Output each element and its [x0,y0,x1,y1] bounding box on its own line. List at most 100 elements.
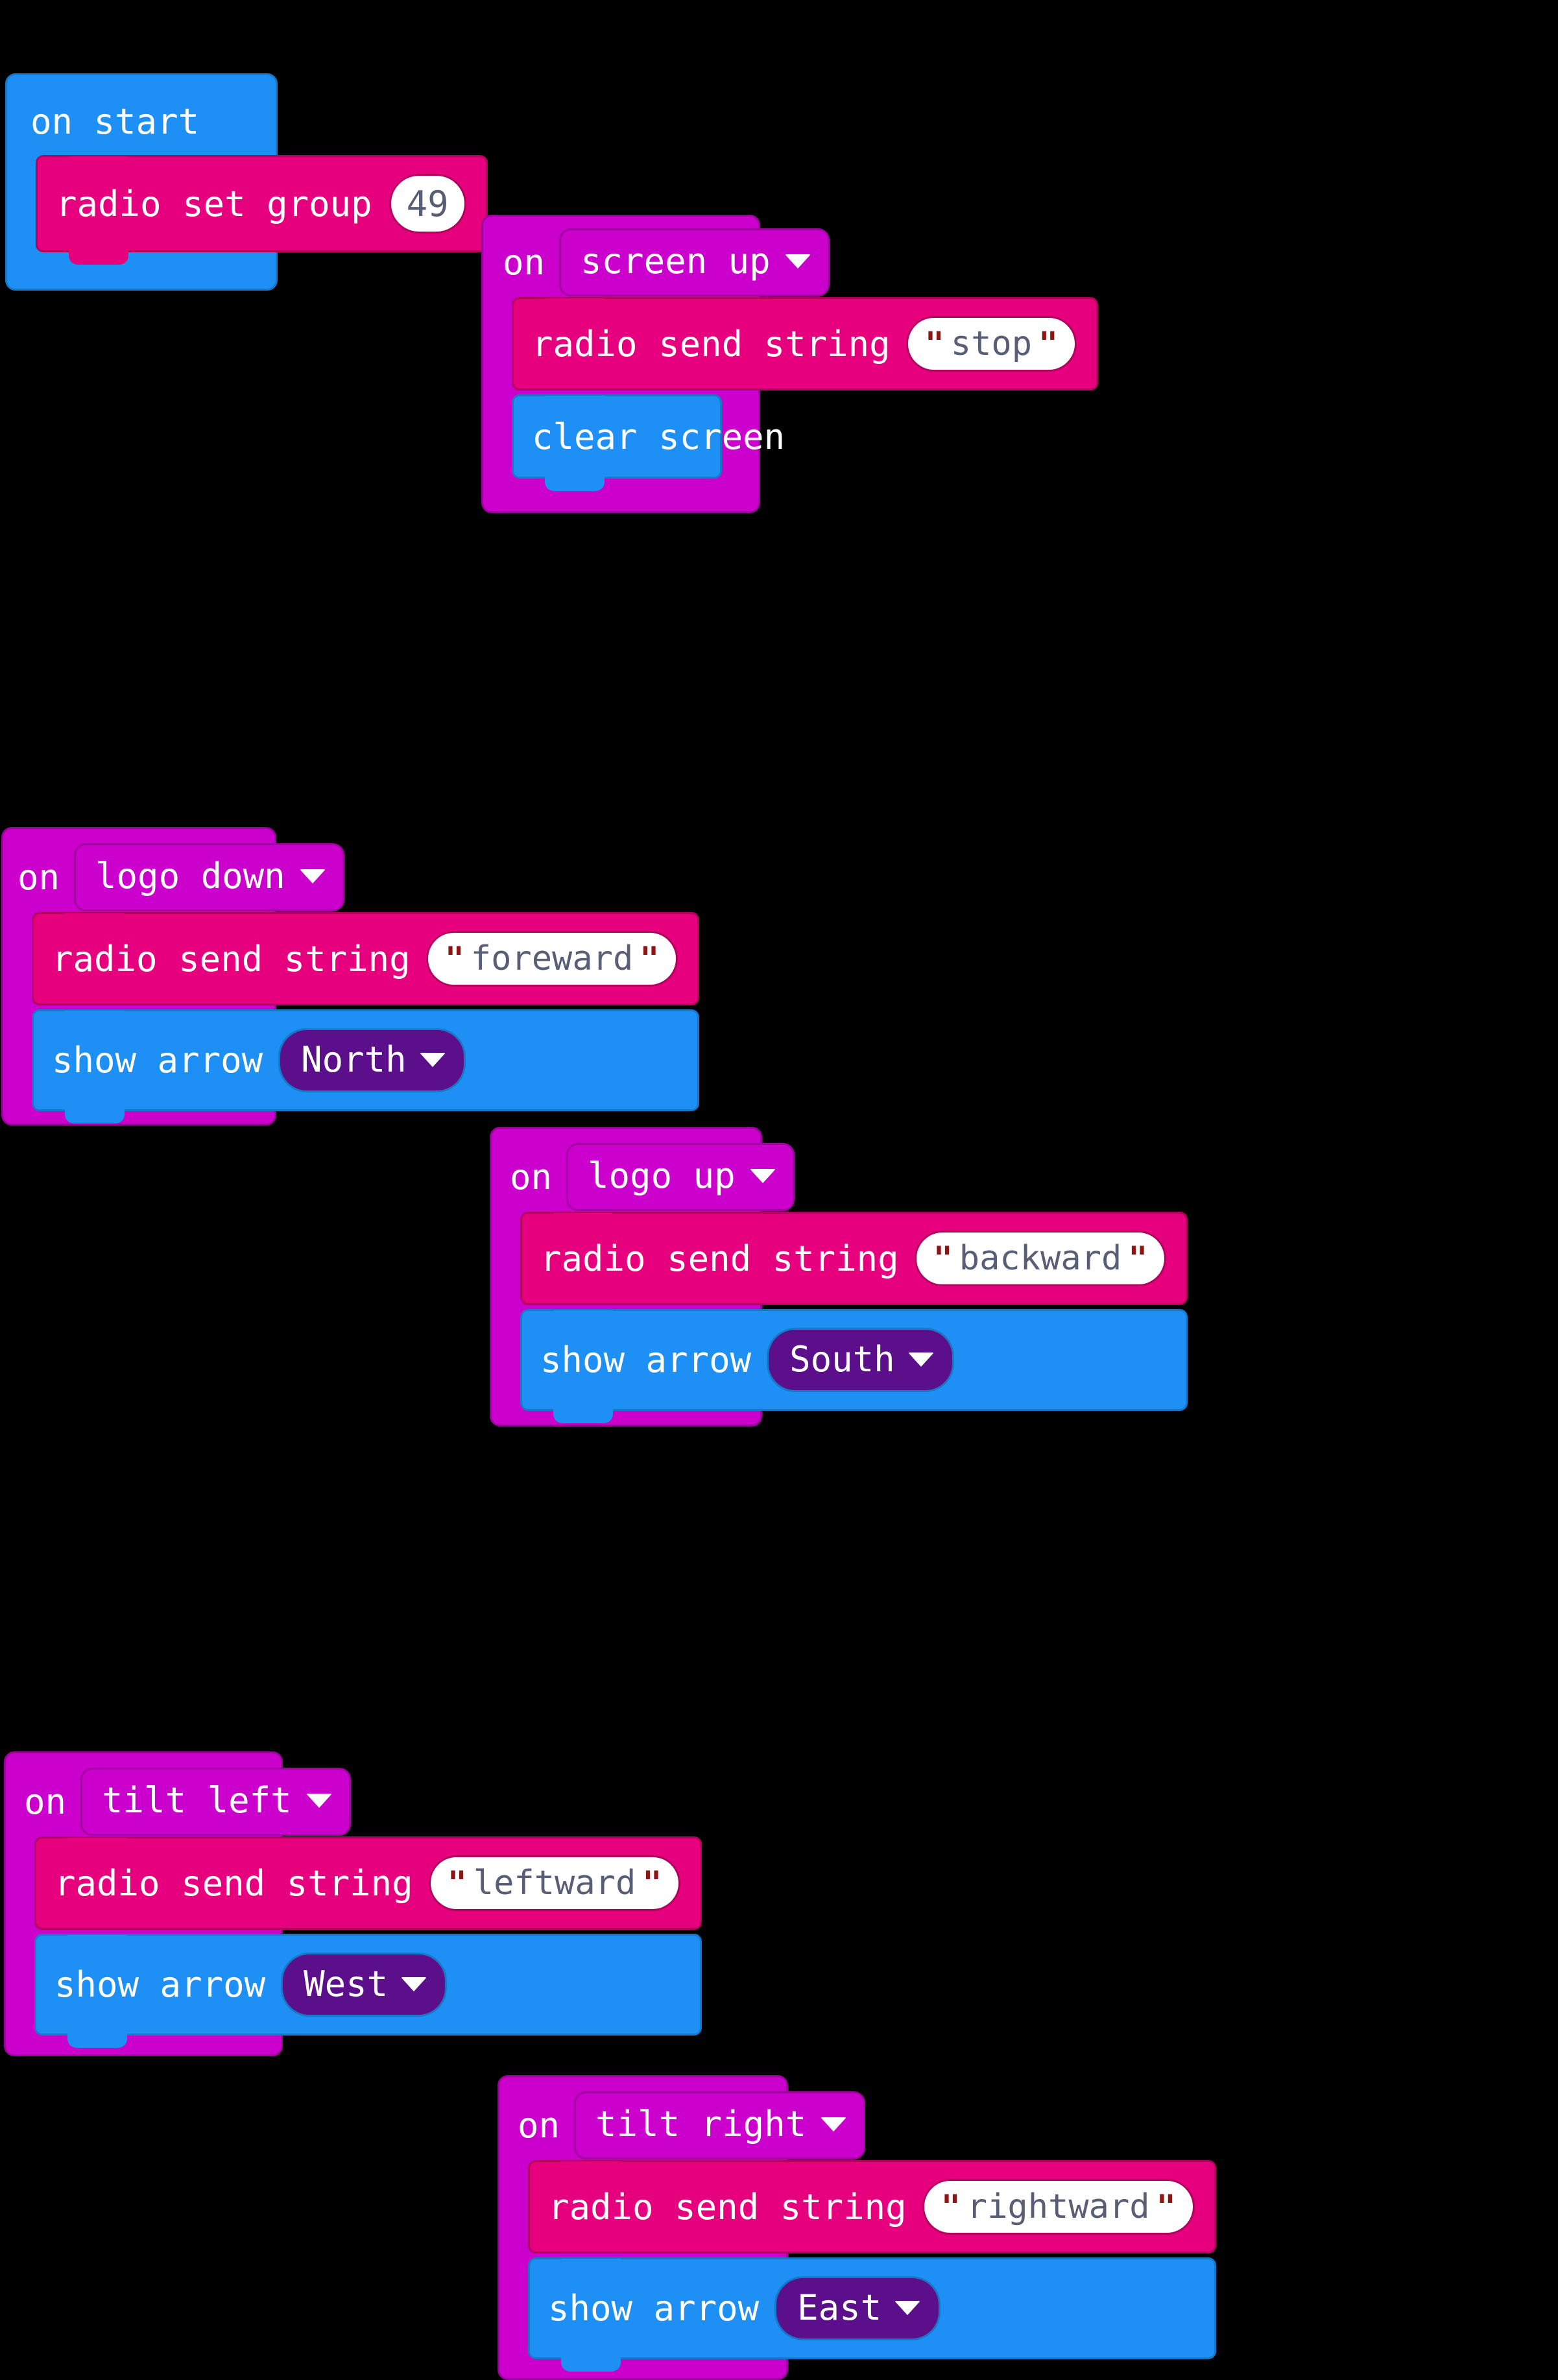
block-bump [65,1109,125,1124]
block-label-radio-send-string: radio send string [532,323,891,365]
hat-label-on-start: on start [30,101,200,142]
dropdown-value-logo-up: logo up [588,1155,736,1196]
block-show-arrow[interactable]: show arrow West [34,1934,702,2048]
radio-group-value: 49 [406,183,449,224]
hat-label-on: on [24,1781,67,1822]
hat-header-on-start[interactable]: on start [7,75,276,142]
block-notch [553,1213,613,1227]
block-notch [553,1310,613,1325]
dropdown-logo-down[interactable]: logo down [74,843,344,911]
stack-body-on-tilt-left: radio send string " leftward " show arro… [34,1836,702,2048]
hat-label-on: on [18,857,60,898]
dropdown-logo-up[interactable]: logo up [566,1143,795,1211]
block-radio-send-string[interactable]: radio send string " foreward " [32,912,700,1005]
block-radio-send-string[interactable]: radio send string " stop " [512,297,1099,391]
block-stack-on-logo-up[interactable]: on logo up radio send string " backward … [490,1127,1188,1426]
block-notch [69,156,128,171]
dropdown-value-screen-up: screen up [581,241,771,282]
dropdown-tilt-left[interactable]: tilt left [80,1768,351,1836]
block-clear-screen[interactable]: clear screen [512,394,785,491]
dropdown-screen-up[interactable]: screen up [559,228,830,296]
dropdown-arrow-direction[interactable]: East [774,2276,941,2340]
dropdown-value-logo-down: logo down [95,856,285,896]
block-bump [553,1409,613,1423]
chevron-down-icon [419,1052,446,1067]
block-bump [561,2357,621,2372]
block-label-radio-set-group: radio set group [56,183,372,224]
block-notch [545,298,605,313]
quote-open: " [444,940,464,978]
dropdown-value-arrow-direction: South [789,1339,895,1380]
radio-string-field[interactable]: " leftward " [428,1855,681,1911]
block-stack-on-screen-up[interactable]: on screen up radio send string " stop " … [481,215,1099,513]
chevron-down-icon [299,869,326,883]
block-label-show-arrow: show arrow [548,2288,760,2329]
stack-body-on-logo-down: radio send string " foreward " show arro… [32,912,700,1124]
block-notch [65,1011,125,1025]
dropdown-arrow-direction[interactable]: West [281,1953,448,2017]
block-label-show-arrow: show arrow [54,1964,266,2005]
block-radio-send-string[interactable]: radio send string " backward " [520,1212,1188,1305]
stack-body-on-tilt-right: radio send string " rightward " show arr… [528,2160,1216,2372]
hat-label-on: on [518,2105,560,2146]
dropdown-arrow-direction[interactable]: North [278,1028,466,1092]
radio-string-value: leftward [473,1864,636,1903]
chevron-down-icon [401,1977,427,1991]
quote-close: " [642,1864,662,1902]
hat-header-on-logo-up[interactable]: on logo up [492,1129,795,1211]
dropdown-value-tilt-right: tilt right [595,2104,807,2145]
block-show-arrow[interactable]: show arrow North [32,1009,700,1124]
dropdown-value-tilt-left: tilt left [102,1780,292,1821]
dropdown-value-arrow-direction: West [304,1964,389,2004]
hat-header-on-tilt-left[interactable]: on tilt left [6,1753,351,1836]
block-stack-on-logo-down[interactable]: on logo down radio send string " forewar… [1,827,700,1125]
block-stack-on-start[interactable]: on start radio set group 49 [5,73,488,291]
block-show-arrow[interactable]: show arrow East [528,2257,1216,2372]
dropdown-tilt-right[interactable]: tilt right [574,2091,866,2159]
block-radio-set-group[interactable]: radio set group 49 [36,155,488,265]
block-notch [561,2259,621,2273]
quote-open: " [933,1240,953,1277]
radio-string-field[interactable]: " backward " [914,1231,1167,1286]
quote-close: " [640,940,660,978]
block-notch [67,1838,127,1852]
stack-body-on-screen-up: radio send string " stop " clear screen [512,297,1099,491]
quote-open: " [941,2188,961,2226]
chevron-down-icon [784,254,811,269]
hat-label-on: on [510,1157,553,1197]
block-show-arrow[interactable]: show arrow South [520,1309,1188,1423]
dropdown-value-arrow-direction: North [301,1039,407,1080]
chevron-down-icon [907,1352,934,1367]
radio-string-field[interactable]: " foreward " [425,931,678,987]
block-stack-on-tilt-left[interactable]: on tilt left radio send string " leftwar… [4,1751,702,2056]
block-radio-send-string[interactable]: radio send string " leftward " [34,1836,702,1930]
stack-body-on-logo-up: radio send string " backward " show arro… [520,1212,1188,1423]
block-label-radio-send-string: radio send string [54,1862,413,1904]
block-label-show-arrow: show arrow [52,1040,263,1081]
radio-string-field[interactable]: " stop " [905,316,1077,372]
block-bump [545,477,605,491]
radio-string-value: rightward [966,2187,1150,2226]
quote-open: " [447,1864,467,1902]
hat-label-on: on [503,242,545,283]
radio-string-field[interactable]: " rightward " [922,2179,1195,2235]
quote-close: " [1156,2188,1176,2226]
block-stack-on-tilt-right[interactable]: on tilt right radio send string " rightw… [497,2075,1216,2380]
hat-header-on-tilt-right[interactable]: on tilt right [499,2077,866,2159]
dropdown-arrow-direction[interactable]: South [767,1328,954,1392]
radio-string-value: stop [950,324,1033,363]
hat-header-on-logo-down[interactable]: on logo down [3,829,344,911]
block-bump [69,250,128,265]
chevron-down-icon [821,2117,847,2132]
block-label-radio-send-string: radio send string [548,2186,907,2228]
block-notch [65,913,125,928]
hat-header-on-screen-up[interactable]: on screen up [483,217,830,296]
block-notch [67,1935,127,1949]
block-bump [67,2034,127,2048]
radio-string-value: foreward [470,939,634,978]
chevron-down-icon [306,1793,332,1808]
radio-group-number-field[interactable]: 49 [389,174,466,234]
quote-close: " [1038,325,1059,363]
quote-close: " [1128,1240,1148,1277]
block-radio-send-string[interactable]: radio send string " rightward " [528,2160,1216,2254]
